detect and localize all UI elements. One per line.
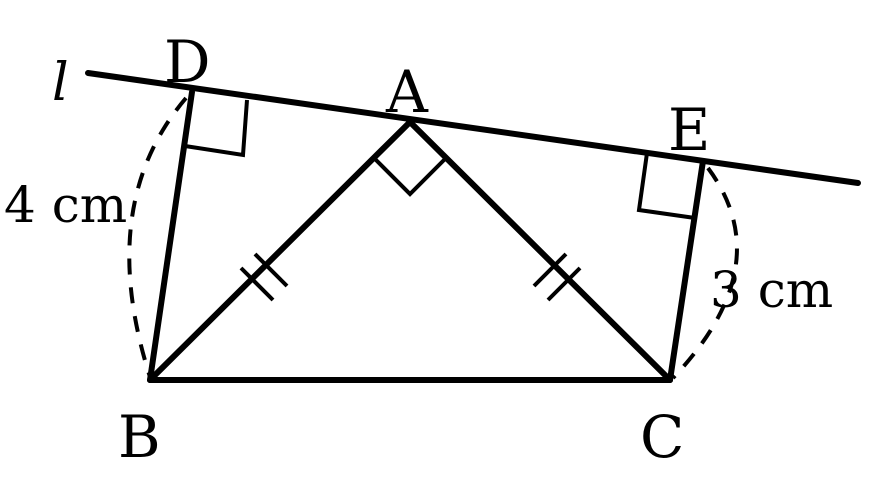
tick-ac-1 xyxy=(532,252,568,288)
point-label-a: A xyxy=(385,58,429,126)
point-label-d: D xyxy=(164,28,211,96)
segment-ce xyxy=(667,158,706,383)
right-angle-mark-a xyxy=(372,156,448,197)
segment-bd xyxy=(147,89,195,383)
tick-ab-2 xyxy=(253,252,289,288)
tick-ac-2 xyxy=(546,266,582,302)
segment-ab xyxy=(147,119,413,383)
right-angle-mark-d xyxy=(184,99,249,158)
segment-ac xyxy=(407,119,673,383)
tick-ab-1 xyxy=(239,266,275,302)
point-label-c: C xyxy=(640,403,684,471)
line-label: l xyxy=(52,53,69,113)
point-label-e: E xyxy=(668,96,710,164)
length-label-ce: 3 cm xyxy=(710,261,833,319)
length-label-bd: 4 cm xyxy=(4,176,127,234)
dashed-arc-bd xyxy=(127,96,188,378)
right-angle-mark-e xyxy=(636,152,696,220)
line-l xyxy=(85,70,861,186)
point-label-b: B xyxy=(118,403,161,471)
